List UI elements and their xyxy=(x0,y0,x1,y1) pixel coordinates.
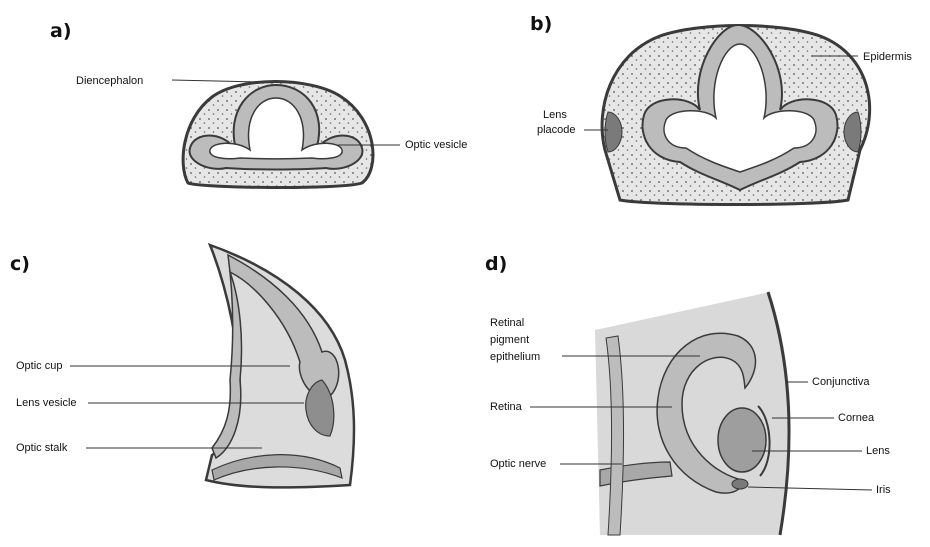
label-lens: Lens xyxy=(866,445,890,457)
label-optic-stalk: Optic stalk xyxy=(16,442,68,454)
panel-c: c) Optic cup Lens vesicle Optic stalk xyxy=(10,245,354,487)
label-cornea: Cornea xyxy=(838,412,875,424)
panel-b-letter: b) xyxy=(530,13,552,35)
label-optic-cup: Optic cup xyxy=(16,360,62,372)
panel-a: a) Diencephalon Optic vesicle xyxy=(50,20,467,188)
panel-d-iris xyxy=(732,479,748,489)
label-lens-vesicle: Lens vesicle xyxy=(16,397,77,409)
panel-d: d) Retinal pigment epithelium Retina Opt… xyxy=(485,253,891,535)
panel-a-letter: a) xyxy=(50,20,72,42)
label-retina: Retina xyxy=(490,401,523,413)
panel-d-lens xyxy=(718,408,766,472)
label-diencephalon: Diencephalon xyxy=(76,75,143,87)
panel-b: b) Epidermis Lens placode xyxy=(530,13,912,205)
label-conjunctiva: Conjunctiva xyxy=(812,376,870,388)
label-optic-nerve: Optic nerve xyxy=(490,458,546,470)
leader-diencephalon xyxy=(172,80,258,82)
label-rpe-line2: pigment xyxy=(490,334,529,346)
panel-d-background xyxy=(595,292,791,535)
label-iris: Iris xyxy=(876,484,891,496)
label-optic-vesicle: Optic vesicle xyxy=(405,139,467,151)
label-rpe-line3: epithelium xyxy=(490,351,540,363)
label-lens-line1: Lens xyxy=(543,109,567,121)
panel-c-letter: c) xyxy=(10,253,30,275)
panel-d-letter: d) xyxy=(485,253,507,275)
label-lens-line2: placode xyxy=(537,124,576,136)
label-epidermis: Epidermis xyxy=(863,51,912,63)
label-rpe-line1: Retinal xyxy=(490,317,524,329)
